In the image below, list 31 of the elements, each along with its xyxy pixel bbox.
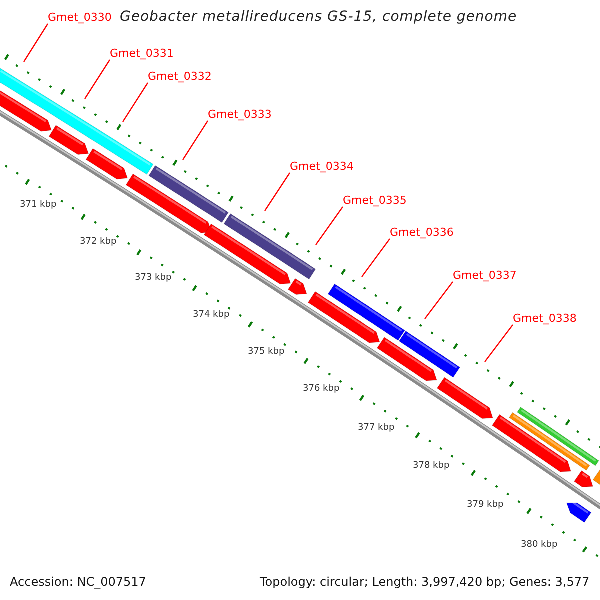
gene-label: Gmet_0333 [208,108,272,122]
leader-line [484,324,514,362]
scale-label: 379 kbp [467,500,504,511]
gene-label: Gmet_0332 [148,70,212,84]
leader-line [362,238,390,278]
gene-label: Gmet_0334 [290,160,354,174]
footer-text: Topology: circular; Length: 3,997,420 bp; Genes: 3,577 [260,575,590,590]
leader-line [316,206,344,246]
gene-label: Gmet_0330 [48,11,112,24]
gene-label: Gmet_0331 [110,47,174,60]
leader-line [182,120,208,160]
footer-text: Accession: NC_007517 [10,575,146,590]
leader-line [84,60,110,100]
leader-line [122,82,148,122]
gene-label: Gmet_0335 [343,194,407,208]
scale-label: 371 kbp [20,200,57,211]
title: Geobacter metallireducens GS-15, complete genome [120,9,518,26]
leader-line [24,24,48,62]
scale-label: 372 kbp [80,237,117,248]
gene-label: Gmet_0336 [390,226,454,240]
scale-label: 373 kbp [135,273,172,284]
scale-label: 374 kbp [193,310,230,321]
gene-label: Gmet_0337 [453,269,517,282]
scale-label: 380 kbp [521,540,558,551]
scale-label: 378 kbp [413,461,450,472]
scale-label: 375 kbp [248,347,285,358]
leader-line [264,172,290,212]
scale-label: 376 kbp [303,384,340,395]
gene-label: Gmet_0338 [513,312,577,326]
scale-label: 377 kbp [358,423,395,434]
leader-line [424,282,454,320]
